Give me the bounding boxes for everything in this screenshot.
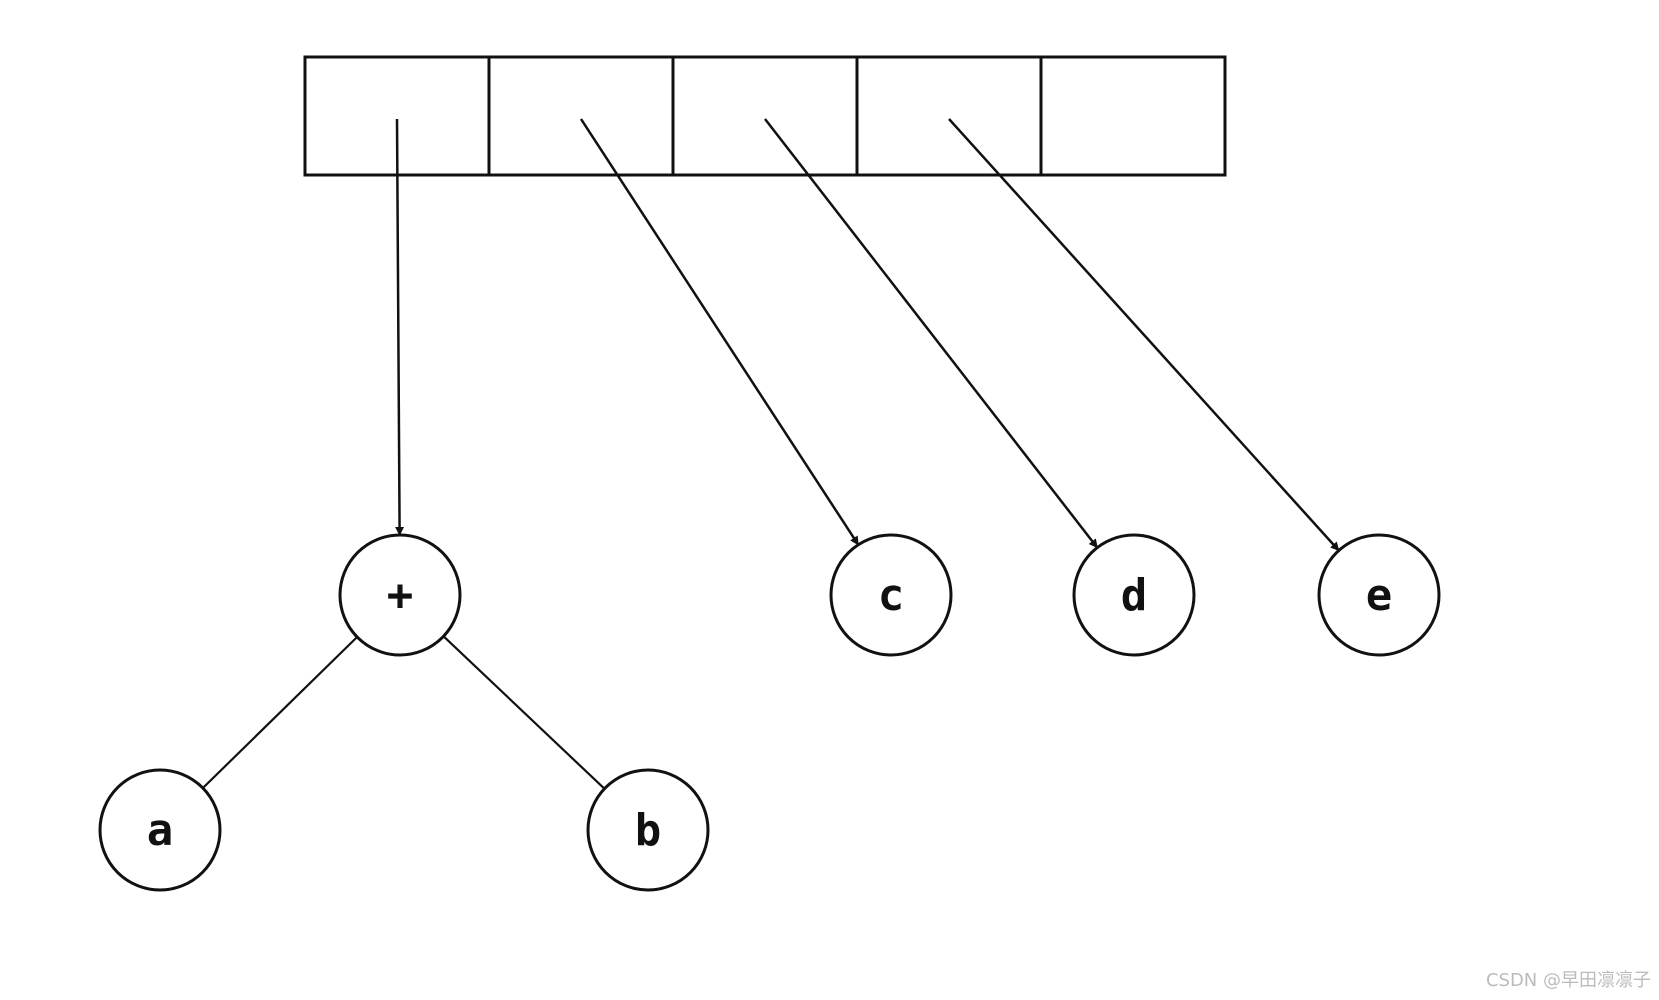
node-circle-plus [338,533,462,657]
array-cell-4 [855,55,1043,177]
tree-node-d: d [1072,533,1196,657]
node-label-e: e [1366,570,1393,621]
tree-node-e: e [1317,533,1441,657]
tree-nodes: + c d e a b [98,533,1441,892]
node-label-a: a [147,805,174,856]
watermark-text: CSDN @早田凛凛子 [1485,970,1651,991]
pointer-arrow-cell-3-to-d [764,118,1099,549]
node-circle-d [1072,533,1196,657]
node-label-plus: + [387,570,414,621]
node-circle-e [1317,533,1441,657]
node-circle-b [586,768,710,892]
pointer-arrow-cell-1-to-plus [395,118,405,536]
pointer-array [303,55,1227,177]
node-circle-a [98,768,222,892]
edge-plus-to-b [442,635,606,790]
pointer-arrow-cell-2-to-c [579,118,860,546]
tree-node-c: c [829,533,953,657]
array-cell-2 [487,55,675,177]
node-label-c: c [878,570,905,621]
tree-node-a: a [98,768,222,892]
tree-edges [202,635,606,790]
array-cell-3 [671,55,859,177]
edge-plus-to-a [202,636,358,789]
node-label-b: b [635,805,662,856]
tree-node-plus: + [338,533,462,657]
array-cell-5 [1039,55,1227,177]
node-label-d: d [1121,570,1148,621]
tree-node-b: b [586,768,710,892]
pointer-arrows [395,118,1340,552]
pointer-arrow-cell-4-to-e [948,118,1340,552]
node-circle-c [829,533,953,657]
